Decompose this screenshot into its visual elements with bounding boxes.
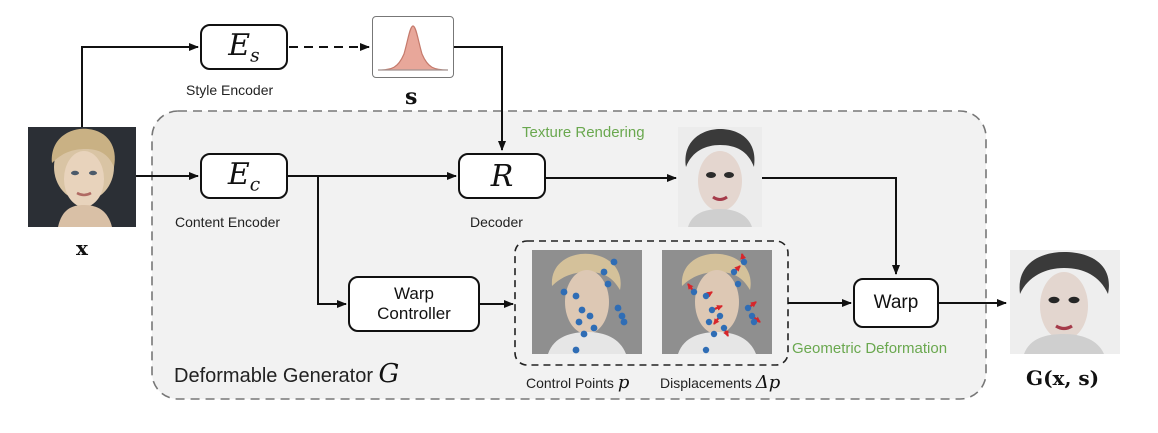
content-encoder-box: Ec xyxy=(200,153,288,199)
input-label: x xyxy=(76,236,88,260)
style-distribution-box xyxy=(372,16,454,78)
displacements-symbol: Δp xyxy=(755,372,781,393)
output-portrait-image xyxy=(1010,250,1120,354)
control-points-image xyxy=(532,250,642,354)
warp-controller-box: Warp Controller xyxy=(348,276,480,332)
content-encoder-symbol: Ec xyxy=(228,157,260,196)
control-points-text: Control Points xyxy=(526,375,614,391)
style-encoder-subscript: s xyxy=(250,45,260,67)
displacements-label: Displacements Δp xyxy=(660,372,780,393)
displacements-image xyxy=(662,250,772,354)
control-points-label: Control Points p xyxy=(526,372,629,393)
warp-box: Warp xyxy=(853,278,939,328)
content-encoder-subscript: c xyxy=(249,174,261,196)
warp-controller-line2: Controller xyxy=(377,304,451,323)
decoder-label: Decoder xyxy=(470,214,523,230)
style-encoder-symbol: Es xyxy=(228,28,259,67)
deformable-generator-text: Deformable Generator xyxy=(174,365,373,387)
style-encoder-letter: E xyxy=(228,27,251,63)
warp-controller-line1: Warp xyxy=(394,284,434,303)
arrow-style-code-to-decoder xyxy=(454,46,506,151)
output-label: G(x, s) xyxy=(1026,366,1100,390)
decoder-box: R xyxy=(458,153,546,199)
geometric-deformation-label: Geometric Deformation xyxy=(792,340,948,357)
arrow-texture-to-warp xyxy=(762,177,900,275)
content-encoder-label: Content Encoder xyxy=(175,214,281,230)
style-code-label: s xyxy=(405,84,418,110)
style-encoder-box: Es xyxy=(200,24,288,70)
gaussian-distribution-icon xyxy=(377,25,449,71)
decoder-symbol: R xyxy=(490,158,514,194)
arrow-content-encoder-to-warp-controller xyxy=(317,176,347,308)
arrow-input-to-style-encoder xyxy=(81,43,199,127)
deformable-generator-symbol: G xyxy=(378,359,400,389)
deformable-generator-label: Deformable Generator G xyxy=(174,359,399,389)
control-points-symbol: p xyxy=(617,372,630,393)
displacements-text: Displacements xyxy=(660,375,752,391)
texture-rendered-image xyxy=(678,127,762,227)
input-portrait-image xyxy=(28,127,136,227)
style-encoder-label: Style Encoder xyxy=(186,82,274,98)
content-encoder-letter: E xyxy=(227,156,250,192)
texture-rendering-label: Texture Rendering xyxy=(522,124,645,141)
warp-label: Warp xyxy=(873,292,919,313)
